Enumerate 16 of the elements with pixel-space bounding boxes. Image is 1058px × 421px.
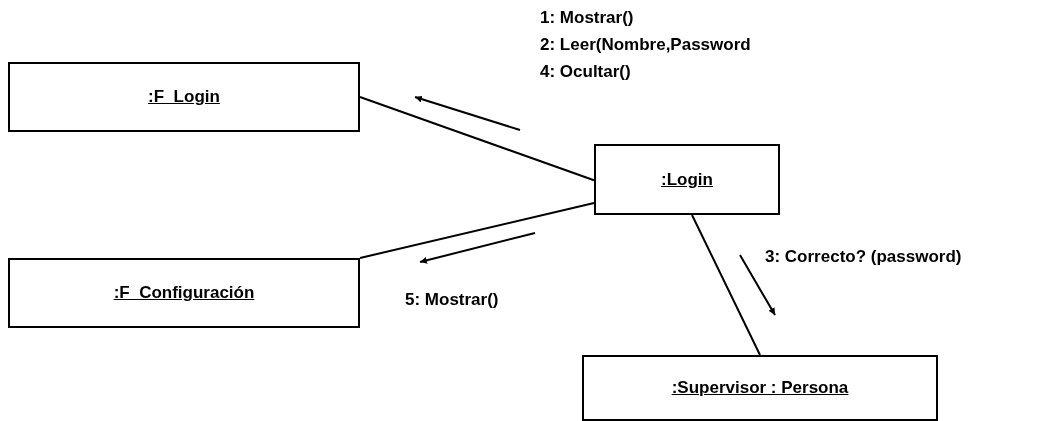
object-name: :Supervisor : Persona xyxy=(671,378,849,398)
message-label: 2: Leer(Nombre,Password xyxy=(540,35,751,55)
message-label: 1: Mostrar() xyxy=(540,8,634,28)
message-label: 3: Correcto? (password) xyxy=(765,247,962,267)
object-name: :F_Configuración xyxy=(113,283,255,303)
message-label: 4: Ocultar() xyxy=(540,62,631,82)
association-line xyxy=(359,201,595,259)
object-box xyxy=(582,355,938,421)
object-name: :F_Login xyxy=(148,87,220,107)
association-line xyxy=(359,96,595,182)
association-line xyxy=(691,214,761,356)
object-box xyxy=(8,258,360,328)
object-box xyxy=(594,144,780,215)
object-box xyxy=(8,62,360,132)
object-name: :Login xyxy=(661,169,713,190)
message-label: 5: Mostrar() xyxy=(405,290,499,310)
